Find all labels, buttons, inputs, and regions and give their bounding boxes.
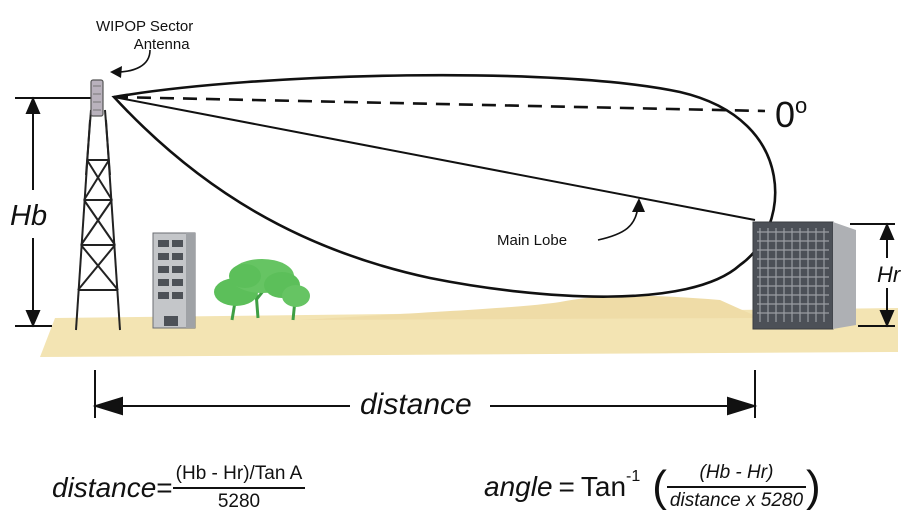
zero-degree-line	[113, 95, 766, 113]
zero-angle-label: 0o	[775, 88, 807, 133]
main-lobe	[111, 73, 777, 298]
ground	[40, 308, 898, 357]
distance-formula-equals: =	[156, 472, 173, 503]
angle-formula-denominator: distance x 5280	[669, 489, 804, 511]
angle-formula-func: Tan	[580, 471, 627, 502]
distance-label: distance	[360, 388, 472, 421]
distance-measure	[92, 370, 758, 418]
angle-formula: angle = Tan-1 ( (Hb - Hr) distance x 528…	[484, 456, 821, 518]
sector-antenna	[90, 79, 104, 117]
degree-symbol: o	[795, 93, 808, 118]
distance-formula-numerator: (Hb - Hr)/Tan A	[172, 463, 306, 489]
distance-formula-fraction: (Hb - Hr)/Tan A 5280	[172, 463, 306, 513]
angle-formula-lhs: angle	[484, 471, 553, 502]
main-lobe-pointer-arrow	[597, 205, 639, 241]
hb-label: Hb	[10, 200, 48, 232]
antenna-label-line1: WIPOP Sector	[96, 18, 194, 35]
hr-measure	[850, 222, 895, 328]
distance-formula-denominator: 5280	[217, 490, 261, 512]
beam-line	[113, 96, 756, 221]
antenna-tower	[75, 109, 121, 331]
angle-formula-equals: =	[558, 471, 575, 502]
zero-angle-value: 0	[775, 94, 796, 135]
antenna-label-line2: Antenna	[133, 36, 190, 53]
hb-measure	[15, 96, 92, 328]
distance-formula-lhs: distance	[52, 472, 157, 503]
trees	[214, 259, 310, 321]
angle-formula-close-paren: )	[806, 462, 821, 511]
distance-formula: distance = (Hb - Hr)/Tan A 5280	[52, 458, 306, 518]
hr-label: Hr	[877, 262, 901, 287]
angle-formula-fraction: (Hb - Hr) distance x 5280	[666, 462, 807, 512]
small-building	[152, 232, 196, 329]
angle-formula-exponent: -1	[626, 468, 641, 485]
angle-formula-open-paren: (	[652, 462, 667, 511]
antenna-label: WIPOP Sector Antenna	[96, 18, 193, 54]
tall-building	[752, 221, 856, 330]
hill	[300, 295, 760, 320]
angle-formula-numerator: (Hb - Hr)	[666, 462, 807, 488]
main-lobe-label: Main Lobe	[497, 232, 568, 249]
